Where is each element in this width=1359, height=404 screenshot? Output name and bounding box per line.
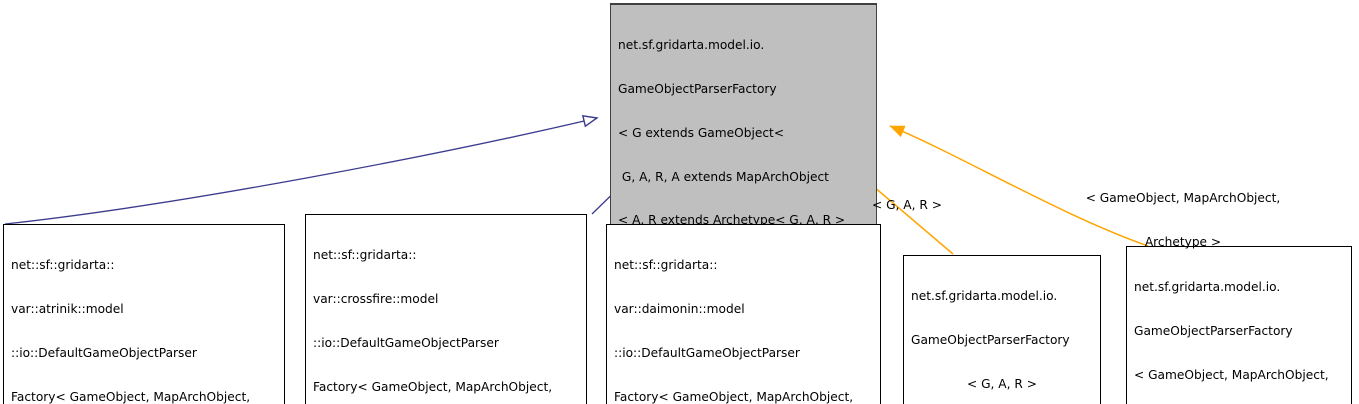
class-title-line: Factory< GameObject, MapArchObject, xyxy=(11,389,251,404)
class-title-daimonin: net::sf::gridarta:: var::daimonin::model… xyxy=(607,225,880,404)
class-title-line: GameObjectParserFactory xyxy=(911,332,1070,347)
class-box-atrinik[interactable]: net::sf::gridarta:: var::atrinik::model … xyxy=(3,224,285,404)
class-title-line: ::io::DefaultGameObjectParser xyxy=(313,335,499,350)
class-title-line: GameObjectParserFactory xyxy=(1134,323,1293,338)
edge-label-concrete: < GameObject, MapArchObject, Archetype > xyxy=(1063,162,1303,279)
class-title-factory-concrete: net.sf.gridarta.model.io. GameObjectPars… xyxy=(1127,247,1351,404)
class-title-line: net.sf.gridarta.model.io. xyxy=(1134,280,1281,295)
class-box-crossfire[interactable]: net::sf::gridarta:: var::crossfire::mode… xyxy=(305,214,587,404)
class-title-line: net::sf::gridarta:: xyxy=(313,248,417,263)
class-title-line: G, A, R, A extends MapArchObject xyxy=(618,169,829,184)
edge-label-gar: < G, A, R > xyxy=(872,169,982,242)
class-title-line: < GameObject, MapArchObject, xyxy=(1134,367,1329,382)
class-title-line: var::crossfire::model xyxy=(313,291,439,306)
class-title-line: Factory< GameObject, MapArchObject, xyxy=(313,379,553,394)
class-title-atrinik: net::sf::gridarta:: var::atrinik::model … xyxy=(4,225,284,404)
edge-label-line: < GameObject, MapArchObject, xyxy=(1085,191,1281,206)
class-box-daimonin[interactable]: net::sf::gridarta:: var::daimonin::model… xyxy=(606,224,881,404)
class-title-line: GameObjectParserFactory xyxy=(618,81,777,96)
class-title-line: net.sf.gridarta.model.io. xyxy=(911,289,1058,304)
class-title-line: < G extends GameObject< xyxy=(618,125,785,140)
edge-inheritance-atrinik xyxy=(4,118,597,225)
edge-label-line: < G, A, R > xyxy=(872,198,942,213)
class-title-line: net::sf::gridarta:: xyxy=(11,258,115,273)
class-title-line: < G, A, R > xyxy=(967,376,1037,391)
class-title-line: ::io::DefaultGameObjectParser xyxy=(11,345,197,360)
class-title-root: net.sf.gridarta.model.io. GameObjectPars… xyxy=(611,4,876,262)
class-title-line: ::io::DefaultGameObjectParser xyxy=(614,345,800,360)
class-title-factory-gar: net.sf.gridarta.model.io. GameObjectPars… xyxy=(904,256,1100,404)
class-title-line: var::atrinik::model xyxy=(11,301,124,316)
class-title-line: var::daimonin::model xyxy=(614,301,745,316)
class-title-line: net::sf::gridarta:: xyxy=(614,258,718,273)
class-title-line: net.sf.gridarta.model.io. xyxy=(618,38,765,53)
edge-label-line: Archetype > xyxy=(1144,234,1222,249)
class-title-crossfire: net::sf::gridarta:: var::crossfire::mode… xyxy=(306,215,586,404)
class-box-factory-concrete[interactable]: net.sf.gridarta.model.io. GameObjectPars… xyxy=(1126,246,1352,404)
class-title-line: Factory< GameObject, MapArchObject, xyxy=(614,389,854,404)
class-box-factory-gar[interactable]: net.sf.gridarta.model.io. GameObjectPars… xyxy=(903,255,1101,404)
